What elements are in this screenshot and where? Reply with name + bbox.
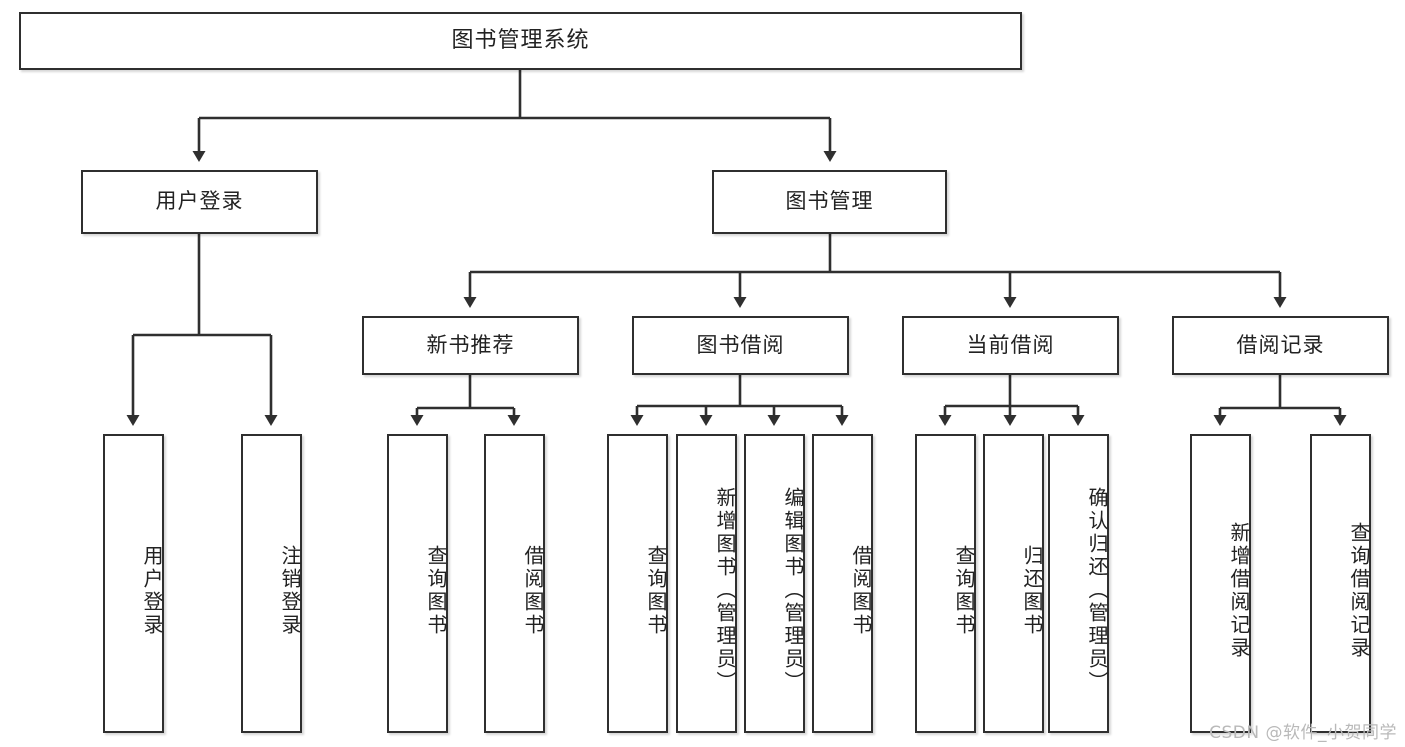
node-leaf-query-book-3[interactable]: 查询图书: [915, 434, 976, 733]
csdn-watermark: CSDN @软件_小贺同学: [1209, 723, 1397, 743]
node-leaf-borrow-book-1[interactable]: 借阅图书: [484, 434, 545, 733]
node-leaf-borrow-book-2[interactable]: 借阅图书: [812, 434, 873, 733]
node-borrow-record-label: 借阅记录: [1236, 332, 1325, 357]
node-leaf-add-book[interactable]: 新增图书（管理员）: [676, 434, 737, 733]
node-leaf-edit-book-label: 编辑图书（管理员）: [781, 487, 805, 694]
node-root[interactable]: 图书管理系统: [19, 12, 1022, 70]
node-book-borrow-label: 图书借阅: [696, 332, 785, 357]
node-current-borrow[interactable]: 当前借阅: [902, 316, 1119, 375]
node-leaf-confirm-return-label: 确认归还（管理员）: [1085, 487, 1109, 694]
node-new-book-rec[interactable]: 新书推荐: [362, 316, 579, 375]
node-leaf-add-book-label: 新增图书（管理员）: [713, 487, 737, 694]
node-root-label: 图书管理系统: [451, 27, 590, 53]
node-leaf-edit-book[interactable]: 编辑图书（管理员）: [744, 434, 805, 733]
node-borrow-record[interactable]: 借阅记录: [1172, 316, 1389, 375]
node-leaf-user-logout[interactable]: 注销登录: [241, 434, 302, 733]
node-user-login-label: 用户登录: [155, 189, 244, 214]
node-leaf-query-book-1-label: 查询图书: [424, 544, 448, 637]
node-leaf-query-book-2-label: 查询图书: [644, 544, 668, 637]
node-leaf-return-book-label: 归还图书: [1020, 544, 1044, 637]
node-leaf-query-record[interactable]: 查询借阅记录: [1310, 434, 1371, 733]
node-leaf-return-book[interactable]: 归还图书: [983, 434, 1044, 733]
node-leaf-query-book-3-label: 查询图书: [952, 544, 976, 637]
node-leaf-query-book-1[interactable]: 查询图书: [387, 434, 448, 733]
node-leaf-query-record-label: 查询借阅记录: [1347, 521, 1371, 660]
node-book-borrow[interactable]: 图书借阅: [632, 316, 849, 375]
node-current-borrow-label: 当前借阅: [966, 332, 1055, 357]
node-leaf-borrow-book-1-label: 借阅图书: [521, 544, 545, 637]
node-leaf-add-record-label: 新增借阅记录: [1227, 521, 1251, 660]
node-book-manage[interactable]: 图书管理: [712, 170, 947, 234]
node-leaf-add-record[interactable]: 新增借阅记录: [1190, 434, 1251, 733]
node-new-book-rec-label: 新书推荐: [426, 332, 515, 357]
node-leaf-user-login[interactable]: 用户登录: [103, 434, 164, 733]
node-user-login[interactable]: 用户登录: [81, 170, 318, 234]
node-book-manage-label: 图书管理: [785, 189, 874, 214]
node-leaf-borrow-book-2-label: 借阅图书: [849, 544, 873, 637]
node-leaf-query-book-2[interactable]: 查询图书: [607, 434, 668, 733]
node-leaf-confirm-return[interactable]: 确认归还（管理员）: [1048, 434, 1109, 733]
node-leaf-user-logout-label: 注销登录: [278, 544, 302, 637]
node-leaf-user-login-label: 用户登录: [140, 544, 164, 637]
